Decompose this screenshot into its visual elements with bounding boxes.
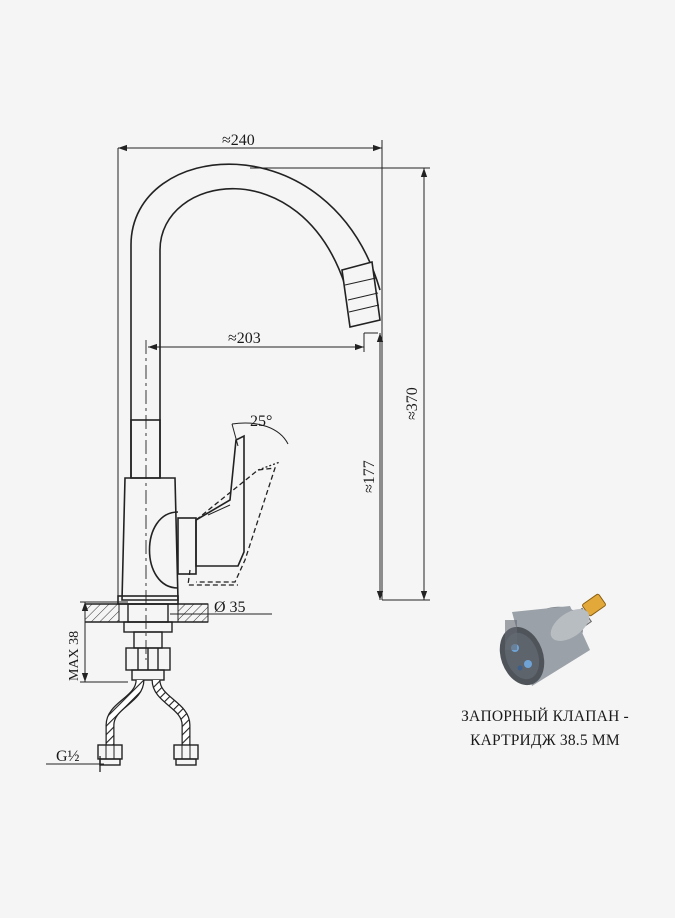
- handle-open-position: [187, 461, 281, 586]
- faucet-outline: [117, 163, 381, 605]
- cartridge-image: [499, 593, 606, 686]
- max-thickness-label: MAX 38: [67, 631, 82, 681]
- flexible-hoses: [97, 679, 199, 766]
- dimension-lines: [46, 140, 430, 772]
- angle-arc: [231, 422, 289, 445]
- spout-height-label: ≈177: [361, 460, 378, 493]
- cartridge-caption: ЗАПОРНЫЙ КЛАПАН - КАРТРИДЖ 38.5 ММ: [425, 705, 665, 753]
- base-diameter-label: Ø 35: [214, 599, 246, 616]
- overall-height-label: ≈370: [404, 387, 421, 420]
- overall-width-label: ≈240: [222, 132, 255, 149]
- cartridge-caption-line2: КАРТРИДЖ 38.5 ММ: [470, 732, 620, 749]
- handle-angle-label: 25°: [250, 413, 272, 430]
- hose-thread-label: G½: [56, 748, 80, 765]
- mounting-shank: [123, 603, 173, 681]
- spout-reach-label: ≈203: [228, 330, 261, 347]
- cartridge-caption-line1: ЗАПОРНЫЙ КЛАПАН -: [461, 708, 629, 725]
- countertop-section: [84, 603, 209, 623]
